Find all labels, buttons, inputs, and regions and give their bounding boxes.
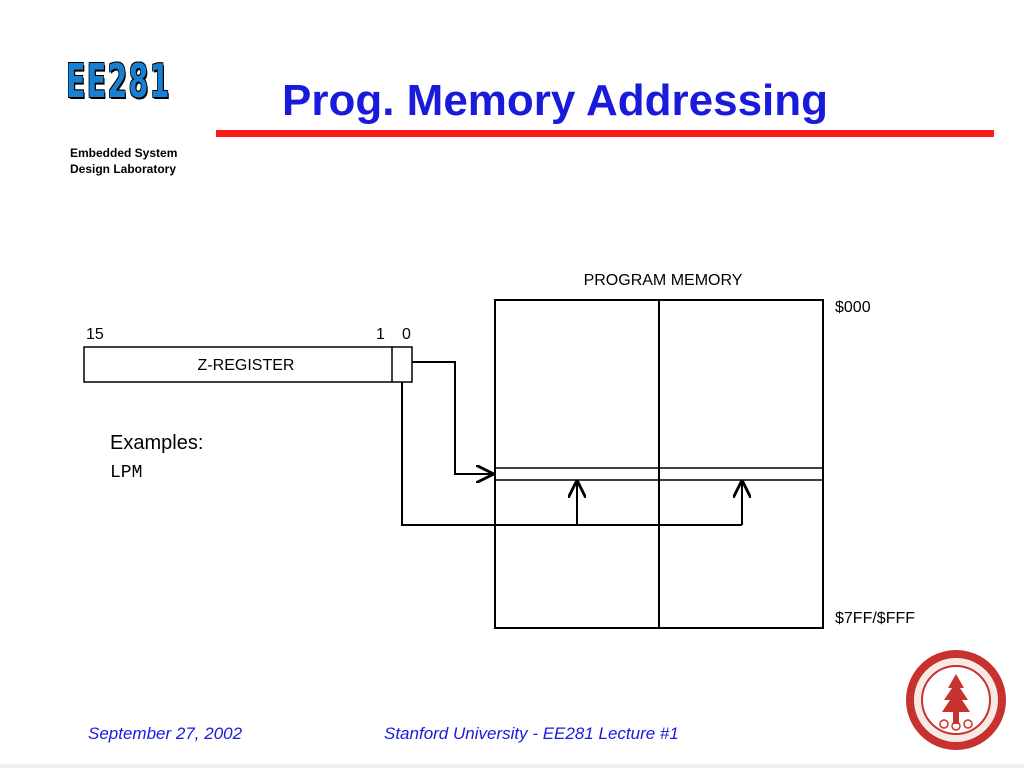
end-address-label: $7FF/$FFF [835, 610, 915, 627]
z-register-label: Z-REGISTER [198, 357, 295, 374]
bit-15-label: 15 [86, 326, 104, 343]
word-address-arrow [412, 361, 492, 474]
bit-1-label: 1 [376, 326, 385, 343]
slide-title: Prog. Memory Addressing [282, 76, 829, 125]
ee281-logo: EE281 [66, 54, 171, 108]
title-underline [216, 130, 994, 137]
bit-0-label: 0 [402, 326, 411, 343]
program-memory-title: PROGRAM MEMORY [584, 272, 743, 289]
lab-name-line2: Design Laboratory [70, 162, 177, 176]
lab-name: Embedded System Design Laboratory [70, 145, 177, 177]
lpm-instruction: LPM [110, 463, 142, 483]
lab-name-line1: Embedded System [70, 146, 178, 160]
stanford-seal-icon [906, 650, 1006, 750]
footer-date: September 27, 2002 [88, 724, 243, 743]
footer-divider [0, 764, 1024, 768]
examples-label: Examples: [110, 432, 203, 454]
footer-course: Stanford University - EE281 Lecture #1 [384, 724, 679, 743]
byte-select-line [401, 382, 742, 526]
z-register-box [83, 346, 413, 383]
start-address-label: $000 [835, 299, 871, 316]
